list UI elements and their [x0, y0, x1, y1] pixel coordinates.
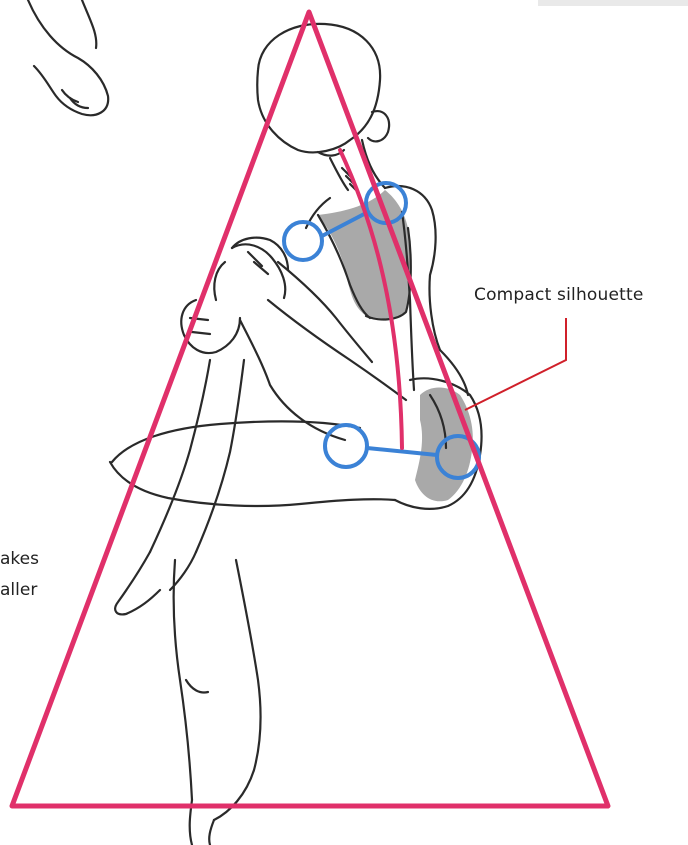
partial-foot-sketch [28, 0, 108, 115]
compact-silhouette-label: Compact silhouette [474, 285, 644, 305]
annotation-leader-line [465, 318, 566, 410]
shoulder-joint-left [284, 222, 322, 260]
hip-joint-left [325, 425, 367, 467]
cropped-caption-line-1: akes [0, 549, 39, 569]
cropped-caption-line-2: aller [0, 580, 37, 600]
silhouette-triangle [12, 12, 608, 806]
